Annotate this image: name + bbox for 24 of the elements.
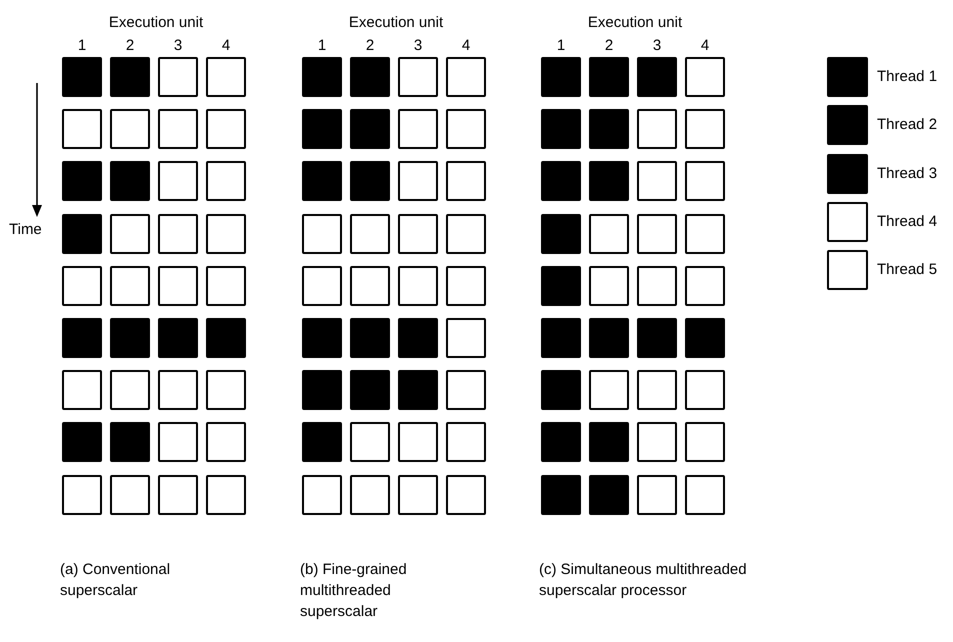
- legend-label: Thread 4: [877, 214, 938, 229]
- legend-label: Thread 5: [877, 262, 938, 278]
- legend-label: Thread 3: [877, 166, 938, 181]
- axis-title: Execution unit: [108, 15, 204, 30]
- column-number: 2: [126, 38, 134, 53]
- column-number: 3: [414, 38, 422, 53]
- axis-title: Execution unit: [588, 15, 682, 30]
- legend-label: Thread 1: [877, 69, 938, 84]
- column-number: 4: [222, 38, 230, 53]
- column-number: 3: [652, 38, 662, 53]
- caption: (c) Simultaneous multithreaded superscalar processor: [539, 560, 748, 601]
- column-number: 3: [174, 38, 182, 53]
- column-number: 1: [78, 38, 86, 53]
- column-number: 4: [700, 38, 710, 53]
- caption: (a) Conventional superscalar: [60, 560, 172, 601]
- axis-title: Execution unit: [348, 15, 444, 30]
- caption: (b) Fine-grained multithreaded superscalar: [300, 560, 408, 622]
- column-number: 4: [462, 38, 470, 53]
- axis-title: Time: [9, 222, 42, 237]
- column-number: 2: [366, 38, 374, 53]
- legend-label: Thread 2: [877, 117, 938, 132]
- column-number: 2: [604, 38, 614, 53]
- column-number: 1: [556, 38, 566, 53]
- column-number: 1: [318, 38, 326, 53]
